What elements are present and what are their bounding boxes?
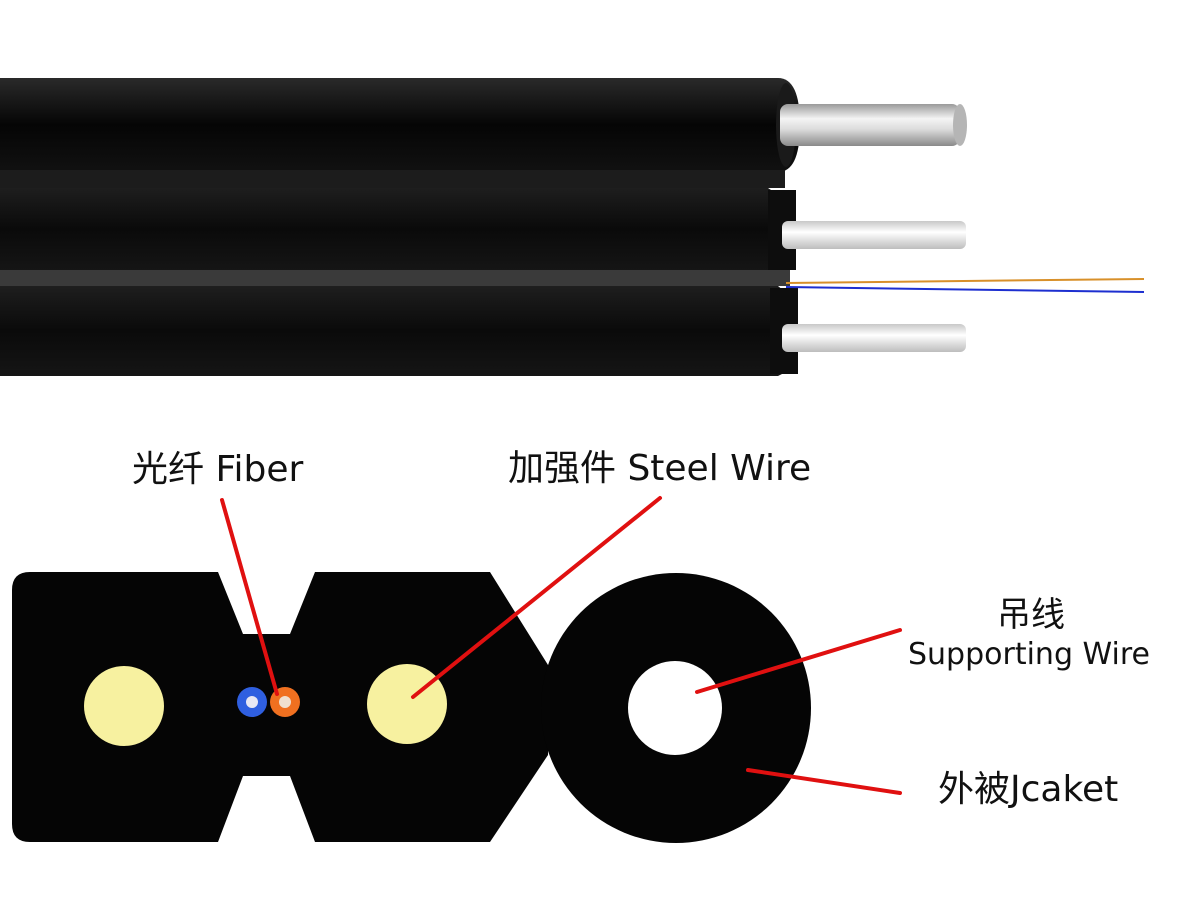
jacket-label: 外被Jcaket: [938, 769, 1119, 810]
messenger-steel-wire-tip: [953, 104, 967, 146]
lower-body: [0, 286, 790, 376]
fiber-strand-orange: [785, 278, 1145, 284]
cable-neck: [0, 170, 785, 188]
fiber-blue-core: [246, 696, 258, 708]
supporting-wire-label-en: Supporting Wire: [908, 637, 1150, 672]
messenger-steel-wire: [780, 104, 960, 146]
leader-lines: [220, 496, 902, 795]
left-steel-wire: [84, 666, 164, 746]
cable-groove: [0, 270, 790, 286]
right-steel-wire: [367, 664, 447, 744]
steel-wire-leader-line: [411, 496, 662, 699]
jacket-leader-line: [746, 768, 902, 795]
lower-strength-rod: [782, 324, 966, 352]
cross-section: [12, 572, 811, 843]
messenger-tube: [0, 78, 800, 172]
messenger-hole: [628, 661, 722, 755]
fiber-leader-line: [220, 498, 279, 696]
fiber-label: 光纤 Fiber: [132, 449, 304, 490]
steel-wire-label: 加强件 Steel Wire: [508, 448, 812, 489]
cable-photo: [0, 78, 1145, 376]
supporting-wire-label-cn: 吊线: [997, 595, 1065, 635]
fiber-orange-core: [279, 696, 291, 708]
upper-body: [0, 188, 780, 270]
upper-strength-rod: [782, 221, 966, 249]
fiber-strand-blue: [785, 286, 1145, 293]
supporting-wire-leader-line: [695, 628, 902, 694]
